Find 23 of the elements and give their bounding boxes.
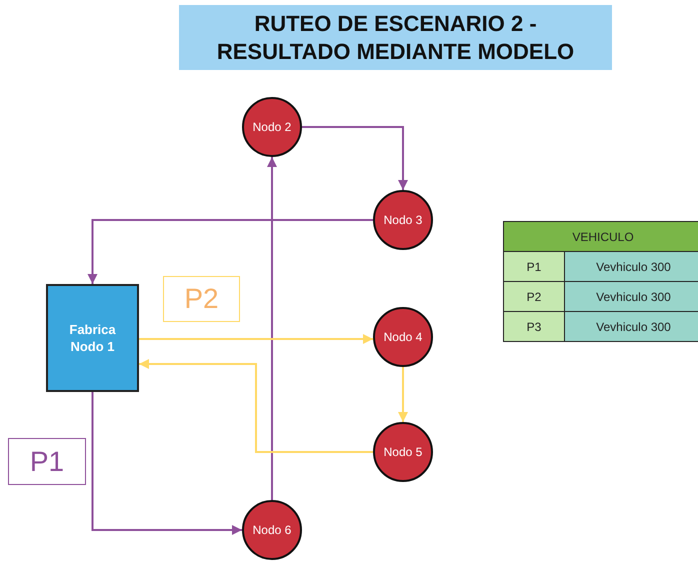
table-cell: P1 [504, 252, 564, 282]
table-cell: P2 [504, 282, 564, 312]
table-header: VEHICULO [504, 222, 698, 252]
table-cell: P3 [504, 312, 564, 342]
arrow [88, 219, 373, 284]
node-circle: Nodo 5 [373, 422, 433, 482]
node-circle: Nodo 6 [242, 500, 302, 560]
table-cell: Vevhiculo 300 [564, 282, 698, 312]
table-cell: Vevhiculo 300 [564, 252, 698, 282]
arrow [398, 367, 408, 422]
node-circle: Nodo 3 [373, 190, 433, 250]
node-circle: Nodo 4 [373, 307, 433, 367]
arrow [139, 334, 373, 344]
table-cell: Vevhiculo 300 [564, 312, 698, 342]
arrow [139, 359, 373, 453]
arrow [92, 392, 242, 535]
route-label-box: P1 [8, 438, 86, 485]
arrow [302, 126, 408, 190]
route-label-box: P2 [163, 276, 240, 322]
arrow [267, 157, 277, 500]
node-circle: Nodo 2 [242, 97, 302, 157]
title-banner: RUTEO DE ESCENARIO 2 - RESULTADO MEDIANTE MODELO [179, 5, 612, 70]
factory-box: Fabrica Nodo 1 [46, 284, 139, 392]
